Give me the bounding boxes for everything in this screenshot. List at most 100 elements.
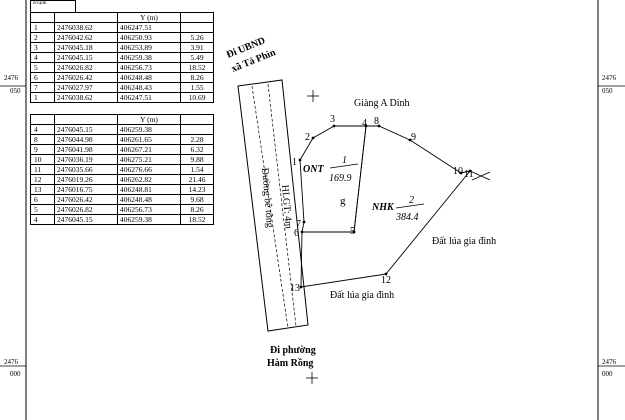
table-cell-pt: 6 [30, 194, 55, 205]
table-cell-x: 2476027.97 [54, 82, 118, 93]
road-width: HLGT: 4m [279, 184, 294, 229]
parcel-1-number: 1 [342, 155, 347, 166]
parcel-2-number: 2 [409, 195, 414, 206]
parcel-1-type: ONT [303, 164, 324, 175]
grid-label-right-bottom-2: 000 [602, 370, 613, 378]
table-cell-y: 406259.38 [117, 214, 181, 225]
table-cell-y: 406248.48 [117, 194, 181, 205]
grid-label-left-bottom-2: 000 [10, 370, 21, 378]
neighbor-south: Đất lúa gia đình [330, 290, 394, 301]
table-cell-y: 406248.43 [117, 82, 181, 93]
table-cell-d: 18.52 [180, 214, 214, 225]
table-cell-pt: 4 [30, 214, 55, 225]
vertex-label-7: 7 [296, 219, 301, 230]
parcel-2-boundary [300, 125, 472, 288]
table-cell-x: 2476045.15 [54, 124, 118, 135]
parcel-2-type: NHK [371, 202, 395, 213]
table-cell-pt: 1 [30, 92, 55, 103]
table-cell-y: 406262.82 [117, 174, 181, 185]
parcel-2-area: 384.4 [395, 212, 419, 223]
table-cell-pt: 2 [30, 32, 55, 43]
table-cell-x: 2476026.82 [54, 204, 118, 215]
road-name: Đường bê tông [259, 167, 275, 228]
table-cell-pt: 9 [30, 144, 55, 155]
ditch-line [469, 170, 491, 181]
table-cell-x: 2476045.15 [54, 214, 118, 225]
vertex-label-13: 13 [290, 283, 300, 294]
vertex-label-2: 2 [305, 132, 310, 143]
grid-cross-bottom [306, 372, 318, 384]
table-cell-d: 9.68 [180, 194, 214, 205]
table-cell-pt: 4 [30, 52, 55, 63]
table-cell-pt: 11 [30, 164, 55, 175]
table-cell-pt: 3 [30, 42, 55, 53]
parcel-1-fraction-bar [329, 163, 359, 169]
vertex-label-8: 8 [374, 116, 379, 127]
table-cell-x: 2476016.75 [54, 184, 118, 195]
road-bottom-label-2: Hàm Rồng [267, 358, 313, 369]
table-cell-d: 6.32 [180, 144, 214, 155]
table-cell-pt: 6 [30, 72, 55, 83]
parcel-1-mark: g [340, 195, 346, 207]
road [237, 79, 309, 332]
vertex-points [298, 124, 472, 289]
table-cell-pt: 1 [30, 22, 55, 33]
vertex-label-3: 3 [330, 114, 335, 125]
grid-label-left-bottom-1: 2476 [4, 358, 19, 366]
table-cell-x: 2476045.15 [54, 52, 118, 63]
table-header-fragment: đ/cạnh [30, 0, 76, 12]
table-cell-d: 10.69 [180, 92, 214, 103]
table1-y-header: Y (m) [117, 12, 181, 23]
table-cell-d: 5.26 [180, 32, 214, 43]
table-cell-d: 3.91 [180, 42, 214, 53]
vertex-label-11: 11 [464, 169, 474, 180]
vertex-label-4: 4 [362, 118, 367, 129]
table-cell-y: 406247.51 [117, 92, 181, 103]
table-cell-d: 5.49 [180, 52, 214, 63]
table-cell-d: 2.28 [180, 134, 214, 145]
table2-y-header: Y (m) [117, 114, 181, 125]
table-cell-pt: 7 [30, 82, 55, 93]
table-cell-d: 1.54 [180, 164, 214, 175]
table-cell-pt: 5 [30, 62, 55, 73]
table-cell-pt: 4 [30, 124, 55, 135]
parcel-1-area: 169.9 [329, 173, 352, 184]
table-cell-d: 21.46 [180, 174, 214, 185]
table-cell-x: 2476038.62 [54, 22, 118, 33]
grid-label-right-top-2: 050 [602, 87, 613, 95]
table-cell-x: 2476026.42 [54, 72, 118, 83]
grid-label-right-top-1: 2476 [602, 74, 617, 82]
ditch-line-2 [471, 171, 491, 181]
table-cell-y: 406261.65 [117, 134, 181, 145]
table-cell-y: 406267.21 [117, 144, 181, 155]
table-cell-y: 406275.21 [117, 154, 181, 165]
grid-label-left-top-2: 050 [10, 87, 21, 95]
table-cell-y: 406253.89 [117, 42, 181, 53]
table-cell-d [180, 124, 214, 135]
table-cell-x: 2476044.98 [54, 134, 118, 145]
table-cell-d: 1.55 [180, 82, 214, 93]
table-cell-x: 2476036.19 [54, 154, 118, 165]
neighbor-east: Đất lúa gia đình [432, 236, 496, 247]
vertex-label-12: 12 [381, 275, 391, 286]
vertex-label-9: 9 [411, 132, 416, 143]
grid-label-left-top-1: 2476 [4, 74, 19, 82]
table-cell-x: 2476035.66 [54, 164, 118, 175]
vertex-label-5: 5 [350, 226, 355, 237]
